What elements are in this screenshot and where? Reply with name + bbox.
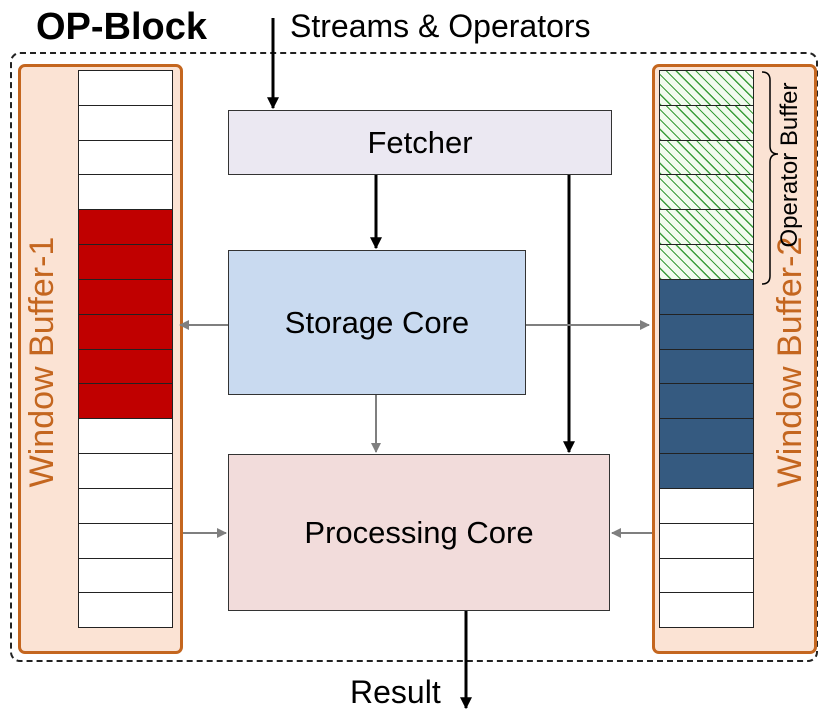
processing-core-box: Processing Core [228,454,610,611]
window-buffer-1-cell-empty [78,70,173,106]
window-buffer-1-cell-red [78,209,173,246]
window-buffer-1-cell-red [78,383,173,420]
window-buffer-2-cell-hatch [659,174,754,211]
result-label: Result [350,674,441,710]
fetcher-box: Fetcher [228,110,612,175]
operator-buffer-brace [761,71,779,285]
storage-core-box: Storage Core [228,250,526,395]
window-buffer-2-cell-hatch [659,139,754,176]
window-buffer-2-cell-empty [659,522,754,559]
window-buffer-1-cell-empty [78,522,173,559]
window-buffer-1-cell-red [78,278,173,315]
window-buffer-1-cell-empty [78,592,173,629]
window-buffer-2-cell-hatch [659,104,754,141]
window-buffer-1-cell-empty [78,104,173,141]
window-buffer-2-cell-empty [659,487,754,524]
storage-core-label: Storage Core [284,304,470,340]
window-buffer-1-cells [78,70,173,629]
window-buffer-1-cell-empty [78,418,173,455]
op-block-boundary [10,52,818,662]
window-buffer-1-cell-empty [78,487,173,524]
processing-core-label: Processing Core [304,514,534,550]
window-buffer-1-cell-empty [78,174,173,211]
window-buffer-2-cells [659,70,754,629]
window-buffer-2-cell-blue [659,453,754,489]
window-buffer-2-cell-empty [659,557,754,594]
window-buffer-2-cell-hatch [659,244,754,280]
window-buffer-1-cell-red [78,348,173,385]
input-label: Streams & Operators [290,8,591,44]
window-buffer-2-cell-blue [659,278,754,315]
window-buffer-2-cell-empty [659,592,754,629]
window-buffer-1-cell-empty [78,557,173,594]
diagram-title: OP-Block [36,6,208,48]
window-buffer-2-cell-hatch [659,209,754,246]
fetcher-label: Fetcher [367,124,473,160]
